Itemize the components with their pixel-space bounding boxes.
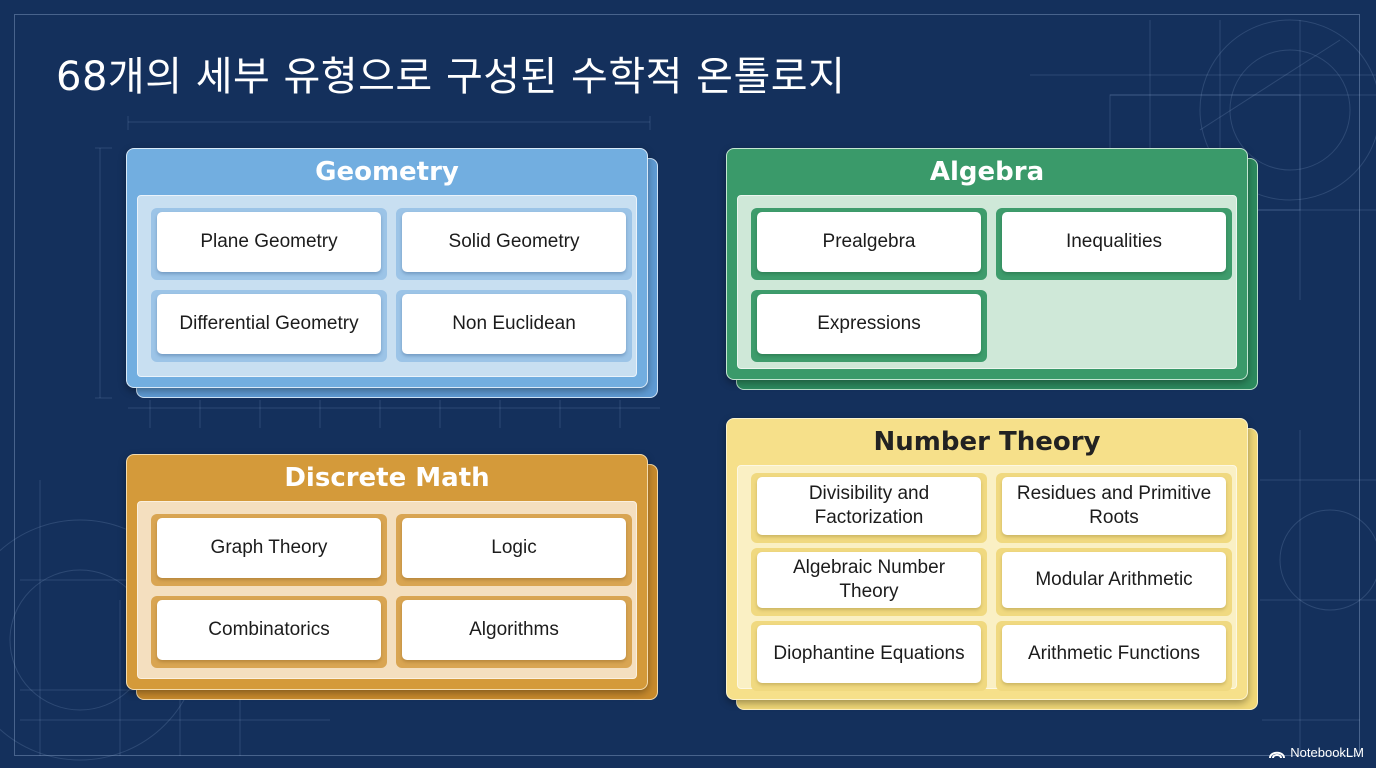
- notebooklm-logo-icon: [1269, 751, 1286, 758]
- category-chip[interactable]: Algebraic Number Theory: [751, 548, 987, 616]
- category-chip[interactable]: Differential Geometry: [151, 290, 387, 362]
- brand-label: NotebookLM: [1290, 745, 1364, 760]
- category-chip[interactable]: Plane Geometry: [151, 208, 387, 280]
- category-chip[interactable]: Modular Arithmetic: [996, 548, 1232, 616]
- card-title: Number Theory: [873, 427, 1101, 457]
- card-title: Geometry: [315, 157, 459, 187]
- slide-frame: [14, 14, 1360, 756]
- category-chip[interactable]: Prealgebra: [751, 208, 987, 280]
- category-chip[interactable]: Expressions: [751, 290, 987, 362]
- category-chip[interactable]: Combinatorics: [151, 596, 387, 668]
- category-chip[interactable]: Residues and Primitive Roots: [996, 473, 1232, 543]
- category-chip[interactable]: Divisibility and Factorization: [751, 473, 987, 543]
- category-chip[interactable]: Non Euclidean: [396, 290, 632, 362]
- category-chip[interactable]: Graph Theory: [151, 514, 387, 586]
- category-chip[interactable]: Solid Geometry: [396, 208, 632, 280]
- category-chip[interactable]: Inequalities: [996, 208, 1232, 280]
- card-body: Discrete Math Graph Theory Logic Combina…: [126, 454, 648, 690]
- category-chip[interactable]: Arithmetic Functions: [996, 621, 1232, 691]
- category-chip[interactable]: Diophantine Equations: [751, 621, 987, 691]
- category-chip[interactable]: Logic: [396, 514, 632, 586]
- discrete-math-card: Discrete Math Graph Theory Logic Combina…: [126, 454, 658, 700]
- geometry-card: Geometry Plane Geometry Solid Geometry D…: [126, 148, 658, 398]
- notebooklm-brand: NotebookLM: [1269, 745, 1364, 760]
- card-body: Number Theory Divisibility and Factoriza…: [726, 418, 1248, 700]
- card-title: Algebra: [929, 157, 1045, 187]
- algebra-card: Algebra Prealgebra Inequalities Expressi…: [726, 148, 1258, 390]
- card-body: Algebra Prealgebra Inequalities Expressi…: [726, 148, 1248, 380]
- card-title: Discrete Math: [284, 463, 490, 493]
- category-chip[interactable]: Algorithms: [396, 596, 632, 668]
- number-theory-card: Number Theory Divisibility and Factoriza…: [726, 418, 1258, 710]
- page-title: 68개의 세부 유형으로 구성된 수학적 온톨로지: [56, 54, 846, 100]
- card-body: Geometry Plane Geometry Solid Geometry D…: [126, 148, 648, 388]
